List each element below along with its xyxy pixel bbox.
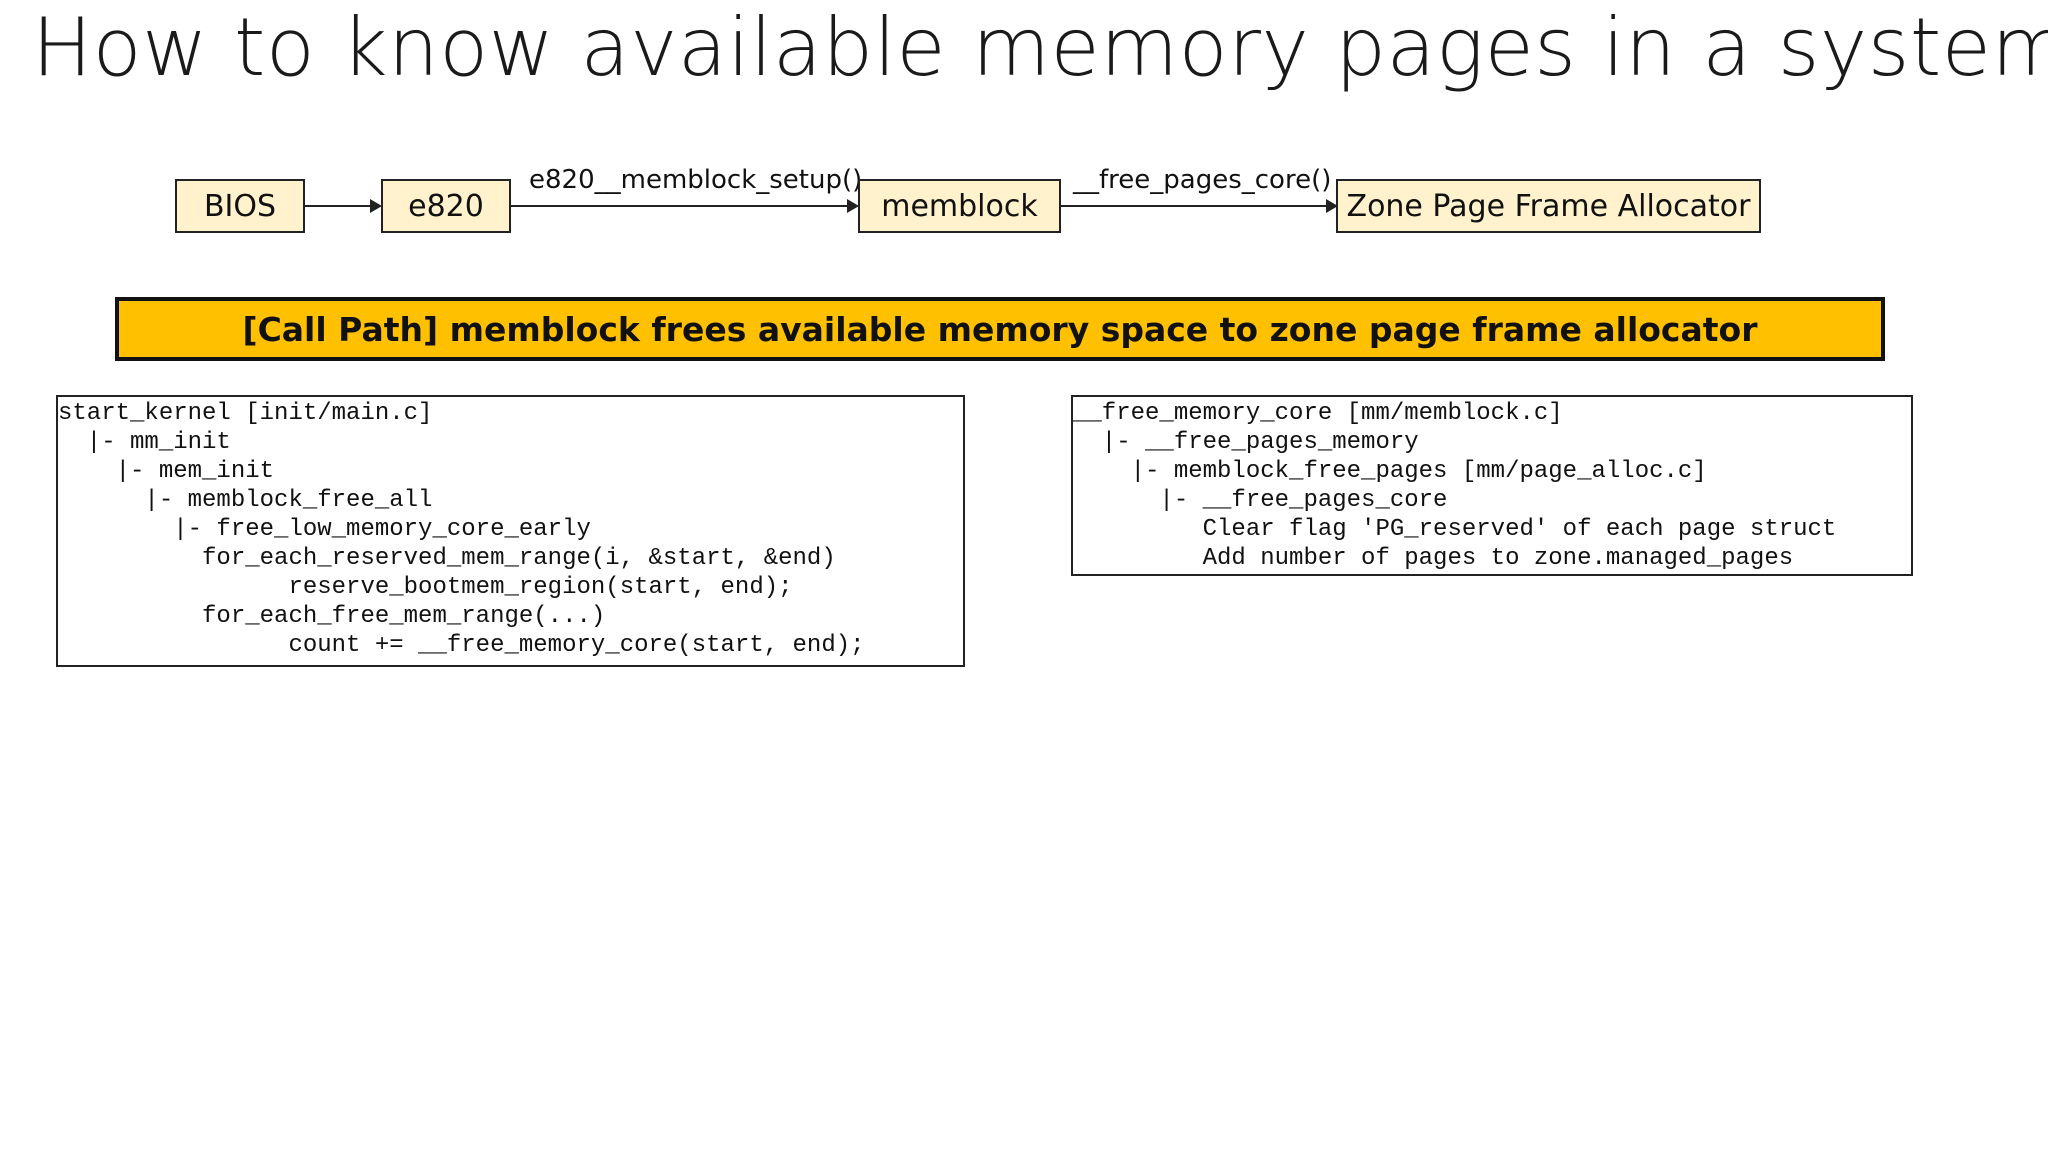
page-title: How to know available memory pages in a … <box>32 1 2048 94</box>
zone-allocator-box: Zone Page Frame Allocator <box>1336 179 1761 233</box>
code-line: for_each_free_mem_range(...) <box>58 603 606 630</box>
code-line: reserve_bootmem_region(start, end); <box>58 574 793 601</box>
code-line: |- __free_pages_memory <box>1073 429 1419 456</box>
code-line: Clear flag 'PG_reserved' of each page st… <box>1073 516 1837 543</box>
code-line: start_kernel [init/main.c] <box>58 400 433 427</box>
arrow-e820-to-memblock-line <box>511 205 847 207</box>
e820-memblock-setup-label: e820__memblock_setup() <box>529 165 863 195</box>
code-line: __free_memory_core [mm/memblock.c] <box>1073 400 1563 427</box>
code-line: |- memblock_free_all <box>58 487 433 514</box>
call-path-banner: [Call Path] memblock frees available mem… <box>115 297 1885 361</box>
code-line: count += __free_memory_core(start, end); <box>58 632 865 659</box>
code-line: |- memblock_free_pages [mm/page_alloc.c] <box>1073 458 1707 485</box>
bios-box: BIOS <box>175 179 305 233</box>
arrow-bios-to-e820-line <box>305 205 371 207</box>
code-line: |- mem_init <box>58 458 275 485</box>
code-line: |- __free_pages_core <box>1073 487 1448 514</box>
code-line: for_each_reserved_mem_range(i, &start, &… <box>58 545 836 572</box>
zone-allocator-box-label: Zone Page Frame Allocator <box>1346 188 1751 224</box>
arrow-bios-to-e820-head <box>370 199 382 213</box>
free-memory-core-call-path-box: __free_memory_core [mm/memblock.c] |- __… <box>1071 395 1913 576</box>
bios-box-label: BIOS <box>203 188 277 224</box>
code-line: |- mm_init <box>58 429 231 456</box>
memblock-box: memblock <box>858 179 1061 233</box>
e820-box-label: e820 <box>408 188 484 224</box>
code-line: |- free_low_memory_core_early <box>58 516 591 543</box>
arrow-e820-to-memblock-head <box>847 199 859 213</box>
arrow-memblock-to-zone-line <box>1061 205 1326 207</box>
start-kernel-call-path-box: start_kernel [init/main.c] |- mm_init |-… <box>56 395 965 667</box>
arrow-memblock-to-zone-head <box>1326 199 1338 213</box>
memblock-box-label: memblock <box>881 188 1038 224</box>
free-pages-core-label: __free_pages_core() <box>1073 165 1332 195</box>
code-line: Add number of pages to zone.managed_page… <box>1073 545 1794 572</box>
call-path-banner-text: [Call Path] memblock frees available mem… <box>242 309 1758 349</box>
e820-box: e820 <box>381 179 511 233</box>
